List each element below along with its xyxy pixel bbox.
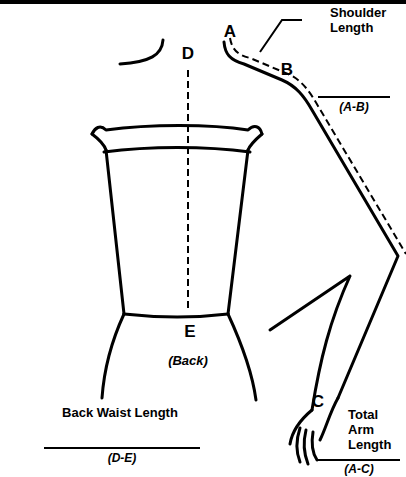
entry-line xyxy=(318,96,390,98)
top-rule xyxy=(0,0,406,4)
inner-arm xyxy=(270,276,350,410)
point-letter: A xyxy=(224,22,236,42)
measurement-label: (A-C) xyxy=(344,463,373,477)
measurement-label: Total Arm Length xyxy=(348,408,402,453)
bodice-sides xyxy=(106,150,248,314)
entry-line xyxy=(44,447,200,449)
bodice-top xyxy=(92,126,262,135)
measurement-label: (D-E) xyxy=(108,452,137,466)
bodice-band xyxy=(104,148,250,153)
point-letter: B xyxy=(281,60,293,80)
measurement-label: (Back) xyxy=(168,354,208,369)
neck-outline xyxy=(120,40,163,64)
point-letter: C xyxy=(312,392,324,412)
point-letter: E xyxy=(184,322,195,342)
measure-line-back xyxy=(187,70,189,312)
measurement-label: Back Waist Length xyxy=(62,406,178,421)
measurement-label: (A-B) xyxy=(339,101,368,115)
hips xyxy=(102,314,256,400)
waist xyxy=(124,314,228,317)
leader-line xyxy=(260,20,302,52)
point-letter: D xyxy=(182,44,194,64)
measure-line-arm xyxy=(230,38,406,254)
measurement-label: Shoulder Length xyxy=(330,6,396,36)
entry-line xyxy=(318,459,400,461)
